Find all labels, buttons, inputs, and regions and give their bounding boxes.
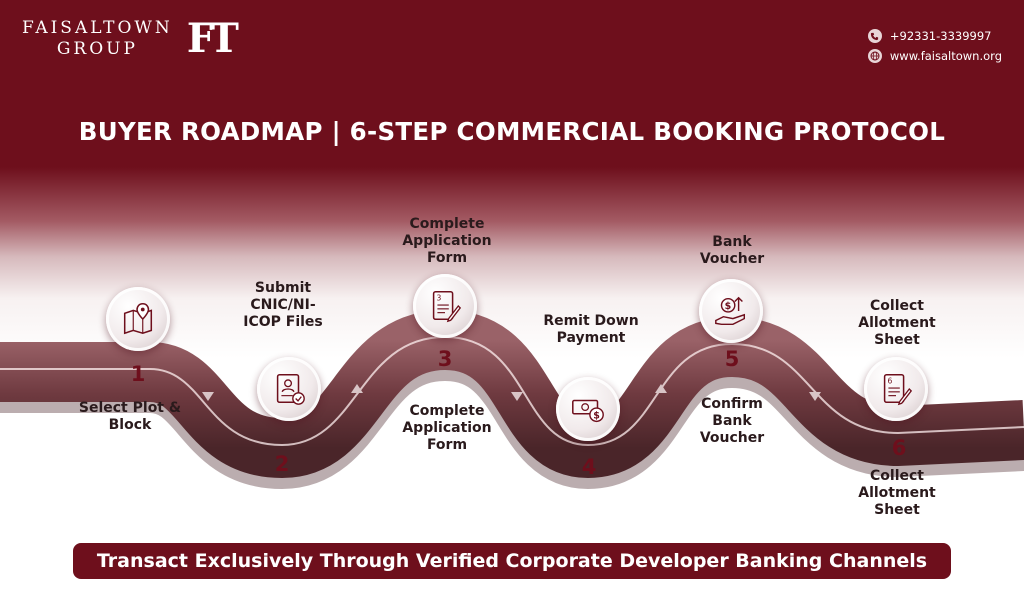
step-5-label-bottom: Confirm Bank Voucher [699, 396, 765, 446]
brand-name: FAISALTOWN GROUP [22, 18, 173, 60]
step-1-node [106, 287, 170, 351]
step-6-node: 6 [864, 357, 928, 421]
step-1-number: 1 [130, 362, 146, 386]
id-document-icon [276, 373, 305, 405]
contact-phone: +92331-3339997 [889, 29, 992, 43]
contact-website: www.faisaltown.org [889, 49, 1002, 63]
contact-info: +92331-3339997 www.faisaltown.org [867, 26, 1002, 66]
step-5-number: 5 [724, 347, 740, 371]
step-2-number: 2 [274, 452, 290, 476]
contact-web-row: www.faisaltown.org [867, 46, 1002, 66]
page-title: BUYER ROADMAP | 6-STEP COMMERCIAL BOOKIN… [78, 117, 946, 146]
step-6-number: 6 [891, 436, 907, 460]
road-arrow-3 [511, 392, 523, 401]
brand-line-1: FAISALTOWN [22, 18, 173, 38]
road-arrow-5 [809, 392, 821, 401]
road-arrow-4 [655, 384, 667, 393]
footer-banner: Transact Exclusively Through Verified Co… [73, 543, 951, 579]
step-6-label-bottom: Collect Allotment Sheet [858, 468, 936, 518]
svg-text:6: 6 [887, 376, 892, 385]
svg-text:$: $ [593, 411, 600, 422]
svg-text:3: 3 [436, 293, 441, 302]
step-4-node: $ [556, 377, 620, 441]
cash-icon: $ [572, 399, 604, 423]
step-5-node: $ [699, 279, 763, 343]
step-3-node: 3 [413, 274, 477, 338]
form-icon: 3 [432, 290, 462, 323]
step-2-label: Submit CNIC/NI-ICOP Files [243, 280, 323, 330]
step-5-label-top: Bank Voucher [699, 234, 765, 267]
road-body [0, 309, 1024, 479]
globe-icon [867, 49, 882, 63]
road-arrow-2 [351, 384, 363, 393]
step-4-label: Remit Down Payment [543, 313, 639, 346]
brand-monogram: FT [186, 15, 239, 62]
step-4-number: 4 [581, 455, 597, 479]
brand-line-2: GROUP [56, 39, 138, 59]
brand-logo: FAISALTOWN GROUP FT [22, 15, 239, 62]
step-3-label-bottom: Complete Application Form [402, 403, 492, 453]
step-3-number: 3 [437, 347, 453, 371]
svg-text:$: $ [725, 301, 732, 312]
step-2-node [257, 357, 321, 421]
step-1-label: Select Plot & Block [78, 400, 182, 433]
road-arrow-1 [202, 392, 214, 401]
phone-icon [867, 29, 882, 43]
allotment-sheet-icon: 6 [883, 373, 913, 406]
road-edge-line [0, 335, 1024, 447]
step-6-label-top: Collect Allotment Sheet [858, 298, 936, 348]
bank-voucher-icon: $ [715, 296, 746, 326]
map-pin-icon [123, 303, 153, 335]
contact-phone-row: +92331-3339997 [867, 26, 1002, 46]
step-3-label-top: Complete Application Form [402, 216, 492, 266]
